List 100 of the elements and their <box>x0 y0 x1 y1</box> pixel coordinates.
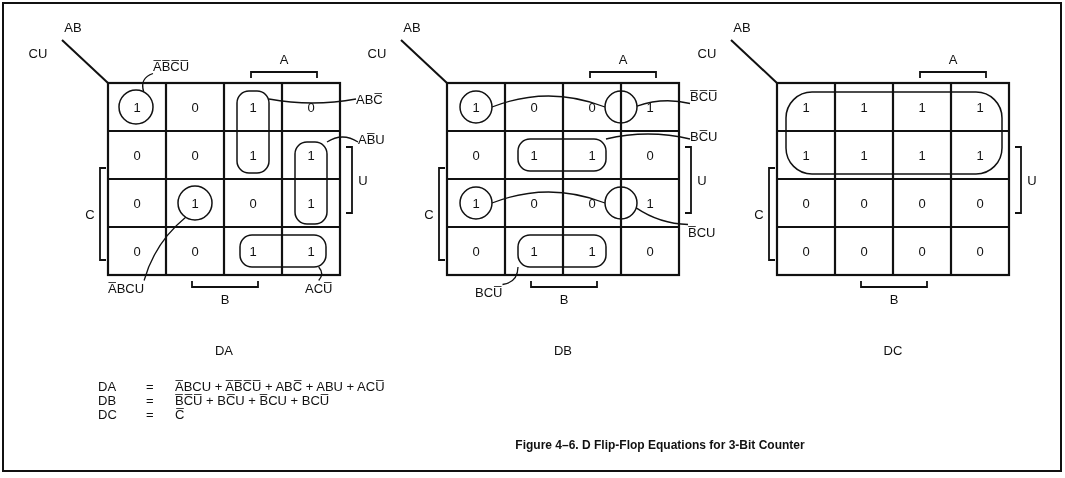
truth-value: 1 <box>530 147 538 163</box>
truth-value: 0 <box>191 99 199 115</box>
truth-value: 0 <box>588 99 596 115</box>
truth-value: 1 <box>307 147 315 163</box>
grouping-loop <box>785 91 1003 175</box>
equation-expression: C̅ <box>175 406 185 422</box>
truth-value: 0 <box>918 243 926 259</box>
truth-value: 1 <box>646 195 654 211</box>
truth-value: 1 <box>976 99 984 115</box>
truth-value: 0 <box>133 243 141 259</box>
truth-value: 0 <box>588 195 596 211</box>
truth-value: 0 <box>976 195 984 211</box>
grouping-circle <box>604 90 638 124</box>
axis-label: AB <box>64 19 82 35</box>
leader-line <box>326 136 359 143</box>
grouping-loop <box>239 234 327 268</box>
grouping-loop <box>236 90 270 174</box>
truth-value: 0 <box>530 99 538 115</box>
axis-label: CU <box>367 45 387 61</box>
variable-label: B <box>559 291 569 307</box>
truth-value: 0 <box>860 195 868 211</box>
term-label: ABC̅ <box>356 91 383 107</box>
leader-line <box>636 100 691 107</box>
variable-label: C <box>754 206 764 222</box>
truth-value: 1 <box>133 99 141 115</box>
truth-value: 0 <box>802 195 810 211</box>
grouping-loop <box>517 234 607 268</box>
variable-label: A <box>948 51 958 67</box>
truth-value: 0 <box>249 195 257 211</box>
term-label: B̅CU <box>688 224 716 240</box>
equation-lhs: DA <box>98 378 117 394</box>
variable-label: C <box>85 206 95 222</box>
equals-sign: = <box>146 378 154 394</box>
truth-value: 0 <box>976 243 984 259</box>
term-label: BCU̅ <box>475 284 503 300</box>
truth-value: 1 <box>307 195 315 211</box>
truth-value: 0 <box>802 243 810 259</box>
leader-line <box>143 216 187 282</box>
truth-value: 1 <box>588 243 596 259</box>
truth-value: 1 <box>530 243 538 259</box>
map-title: DA <box>214 342 234 358</box>
variable-label: U <box>1027 172 1037 188</box>
truth-value: 0 <box>133 195 141 211</box>
truth-value: 0 <box>472 147 480 163</box>
truth-value: 1 <box>976 147 984 163</box>
truth-value: 0 <box>472 243 480 259</box>
term-label: A̅BCU <box>108 280 145 296</box>
axis-label: AB <box>403 19 421 35</box>
equals-sign: = <box>146 392 154 408</box>
truth-value: 0 <box>191 147 199 163</box>
truth-value: 1 <box>860 99 868 115</box>
truth-value: 0 <box>133 147 141 163</box>
connector-arc <box>491 191 606 204</box>
figure-caption: Figure 4–6. D Flip-Flop Equations for 3-Bit Counter <box>515 437 805 453</box>
truth-value: 1 <box>191 195 199 211</box>
truth-value: 0 <box>307 99 315 115</box>
truth-value: 1 <box>918 147 926 163</box>
variable-label: B <box>220 291 230 307</box>
truth-value: 0 <box>530 195 538 211</box>
leader-line <box>142 72 154 93</box>
grouping-circle <box>459 90 493 124</box>
truth-value: 1 <box>918 99 926 115</box>
truth-value: 1 <box>472 195 480 211</box>
truth-value: 1 <box>646 99 654 115</box>
axis-label: CU <box>28 45 48 61</box>
grouping-loop <box>517 138 607 172</box>
truth-value: 1 <box>307 243 315 259</box>
truth-value: 0 <box>646 243 654 259</box>
grouping-circle <box>118 89 154 125</box>
truth-value: 0 <box>646 147 654 163</box>
axis-label: CU <box>697 45 717 61</box>
leader-line <box>605 133 691 140</box>
axis-label: AB <box>733 19 751 35</box>
term-label: ACU̅ <box>305 280 333 296</box>
variable-label: U <box>697 172 707 188</box>
connector-arc <box>491 95 606 108</box>
leader-line <box>318 266 323 282</box>
variable-label: A <box>618 51 628 67</box>
leader-line <box>268 98 357 104</box>
equals-sign: = <box>146 406 154 422</box>
variable-label: C <box>424 206 434 222</box>
grouping-circle <box>459 186 493 220</box>
variable-label: B <box>889 291 899 307</box>
equation-lhs: DC <box>98 406 117 422</box>
truth-value: 0 <box>191 243 199 259</box>
truth-value: 1 <box>249 147 257 163</box>
grouping-circle <box>604 186 638 220</box>
equation-lhs: DB <box>98 392 117 408</box>
equation-expression: B̅C̅U̅ + BC̅U + B̅CU + BCU̅ <box>175 392 330 408</box>
term-label: AB̅U <box>358 131 385 147</box>
map-title: DC <box>883 342 903 358</box>
term-label: B̅C̅U̅ <box>690 88 718 104</box>
truth-value: 1 <box>588 147 596 163</box>
term-label: BC̅U <box>690 128 718 144</box>
variable-label: U <box>358 172 368 188</box>
grouping-loop <box>294 141 328 225</box>
leader-line <box>635 207 689 226</box>
equation-expression: A̅BCU + A̅B̅C̅U̅ + ABC̅ + ABU + ACU̅ <box>175 378 385 394</box>
truth-value: 1 <box>802 99 810 115</box>
truth-value: 1 <box>249 99 257 115</box>
